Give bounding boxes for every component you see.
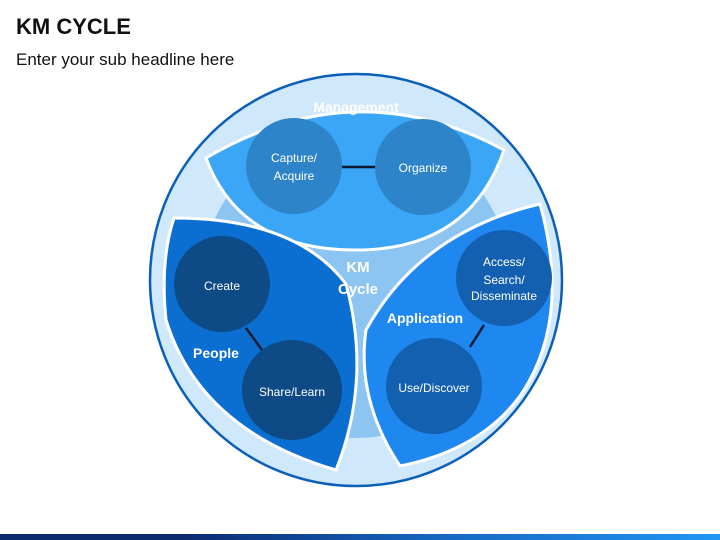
application-label: Application [387,310,463,326]
create-label: Create [204,279,240,293]
access-line1: Access/ [483,255,526,269]
organize-node [375,119,471,215]
capture-acquire-line2: Acquire [274,169,315,183]
bottom-accent-bar [0,534,720,540]
people-label: People [193,345,239,361]
page-subtitle: Enter your sub headline here [16,50,235,69]
share-learn-label: Share/Learn [259,385,325,399]
people-connector [244,327,264,351]
create-node [174,236,270,332]
application-connector [468,324,486,348]
management-label: Management [313,99,399,115]
access-line3: Disseminate [471,289,537,303]
center-label-line2: Cycle [338,281,378,298]
capture-acquire-line1: Capture/ [271,151,318,165]
organize-label: Organize [399,161,448,175]
page-title: KM CYCLE [16,14,131,39]
access-search-disseminate-node [456,230,552,326]
use-discover-node [386,338,482,434]
access-line2: Search/ [483,273,525,287]
use-discover-label: Use/Discover [398,381,469,395]
capture-acquire-node [246,118,342,214]
center-label-line1: KM [346,259,369,276]
share-learn-node [242,340,342,440]
